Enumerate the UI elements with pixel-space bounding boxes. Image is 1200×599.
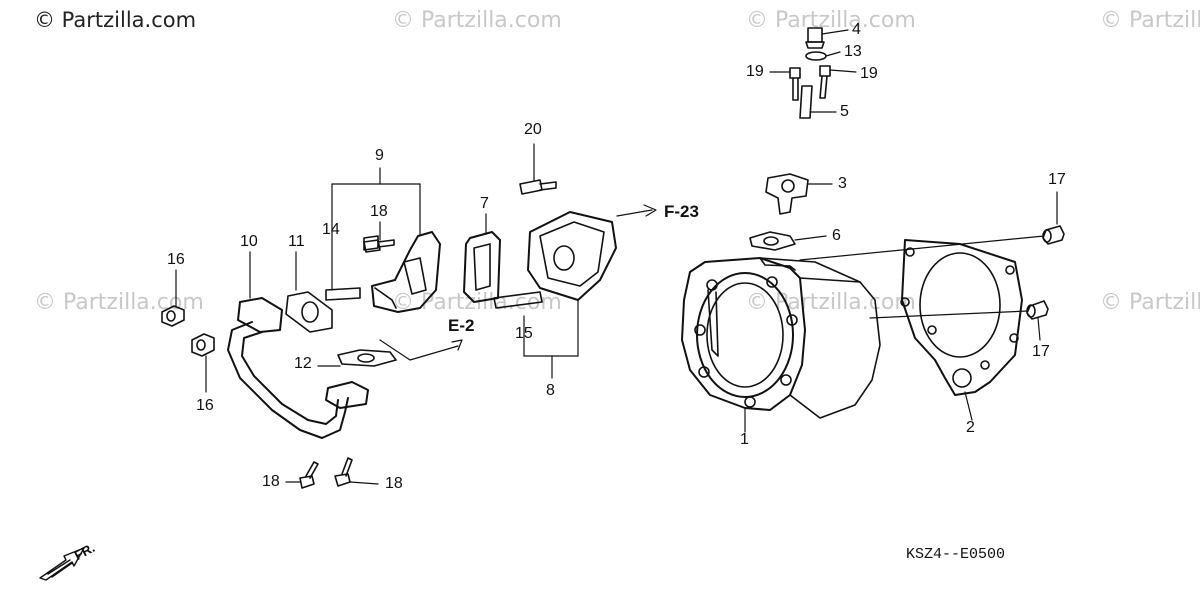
leader-lines <box>175 29 1058 485</box>
callout-11: 11 <box>288 233 305 250</box>
callout-5: 5 <box>840 103 849 120</box>
gasket-part[interactable] <box>900 239 1023 396</box>
bolt-bottom-part[interactable] <box>299 239 381 489</box>
callout-20: 20 <box>524 121 542 138</box>
watermark-faint: © Partzilla.com <box>746 8 916 33</box>
callout-4: 4 <box>852 21 861 38</box>
callout-2: 2 <box>966 419 975 436</box>
dowel-pin-part[interactable] <box>1026 225 1065 320</box>
reed-valve-part[interactable] <box>463 231 501 303</box>
callout-3: 3 <box>838 175 847 192</box>
pipe-part[interactable] <box>227 297 369 439</box>
callout-1: 1 <box>740 431 749 448</box>
callout-9: 9 <box>375 147 384 164</box>
callout-18: 18 <box>385 475 403 492</box>
callout-15: 15 <box>515 325 533 342</box>
callout-12: 12 <box>294 355 312 372</box>
watermark-main: © Partzilla.com <box>34 8 197 32</box>
gasket-small-part[interactable] <box>285 291 397 367</box>
watermark-faint: © Partzilla.com <box>1100 8 1200 33</box>
nut-part[interactable] <box>161 305 215 357</box>
callout-13: 13 <box>844 43 862 60</box>
callout-6: 6 <box>832 227 841 244</box>
watermark-faint: © Partzilla.com <box>392 8 562 33</box>
tensioner-part[interactable] <box>749 173 809 251</box>
diagram-code: KSZ4--E0500 <box>906 546 1006 563</box>
bolt-set-part[interactable] <box>789 27 831 119</box>
callout-14: 14 <box>322 221 340 238</box>
callout-17: 17 <box>1048 171 1066 188</box>
reference-f23[interactable]: F-23 <box>664 202 699 221</box>
callout-19: 19 <box>860 65 878 82</box>
cylinder-part[interactable] <box>681 257 881 419</box>
watermark-faint: © Partzilla.com <box>1100 290 1200 315</box>
valve-cover-part[interactable] <box>493 179 617 309</box>
callout-7: 7 <box>480 195 489 212</box>
valve-body-part[interactable] <box>325 231 441 313</box>
callout-8: 8 <box>546 382 555 399</box>
callout-10: 10 <box>240 233 258 250</box>
callout-18: 18 <box>262 473 280 490</box>
front-arrow-icon <box>39 547 85 581</box>
callout-17: 17 <box>1032 343 1050 360</box>
callout-19: 19 <box>746 63 764 80</box>
callout-16: 16 <box>196 397 214 414</box>
callout-16: 16 <box>167 251 185 268</box>
callout-18: 18 <box>370 203 388 220</box>
reference-e2[interactable]: E-2 <box>448 316 475 335</box>
